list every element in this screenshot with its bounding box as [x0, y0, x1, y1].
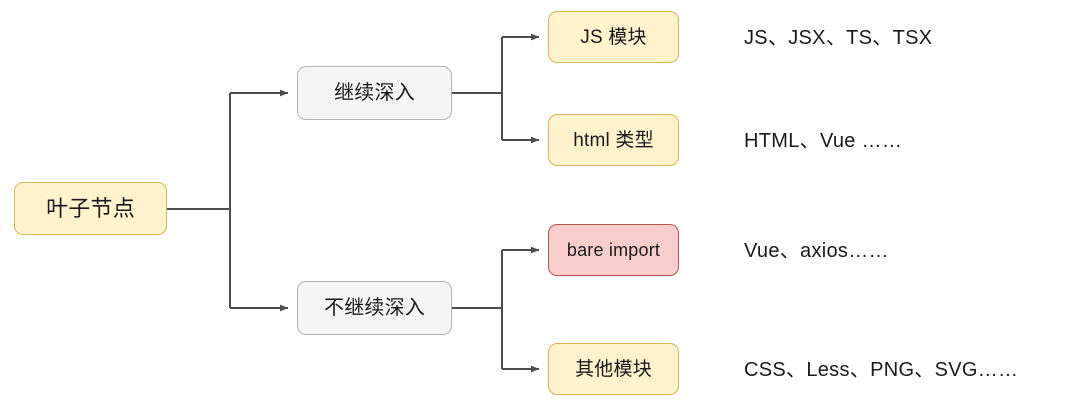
- node-branch-stop[interactable]: 不继续深入: [297, 281, 452, 335]
- node-branch-continue-label: 继续深入: [334, 82, 415, 104]
- node-leaf-other-module-label: 其他模块: [575, 358, 652, 380]
- edge-root-to-branches: [167, 89, 289, 312]
- annotation-other-module: CSS、Less、PNG、SVG……: [744, 359, 1019, 381]
- edge-branch-a-to-leaves: [452, 33, 540, 144]
- node-root-label: 叶子节点: [46, 195, 135, 221]
- node-leaf-js-module-label: JS 模块: [580, 26, 647, 48]
- annotation-bare-import: Vue、axios……: [744, 240, 889, 262]
- annotation-html-type: HTML、Vue ……: [744, 130, 903, 152]
- node-root[interactable]: 叶子节点: [14, 182, 167, 235]
- node-leaf-js-module[interactable]: JS 模块: [548, 11, 679, 63]
- node-leaf-html-type-label: html 类型: [573, 129, 654, 151]
- node-branch-continue[interactable]: 继续深入: [297, 66, 452, 120]
- node-leaf-bare-import[interactable]: bare import: [548, 224, 679, 276]
- edge-branch-b-to-leaves: [452, 246, 540, 373]
- node-leaf-html-type[interactable]: html 类型: [548, 114, 679, 166]
- node-leaf-other-module[interactable]: 其他模块: [548, 343, 679, 395]
- node-leaf-bare-import-label: bare import: [566, 240, 661, 260]
- annotation-js-module: JS、JSX、TS、TSX: [744, 27, 933, 49]
- node-branch-stop-label: 不继续深入: [324, 297, 425, 319]
